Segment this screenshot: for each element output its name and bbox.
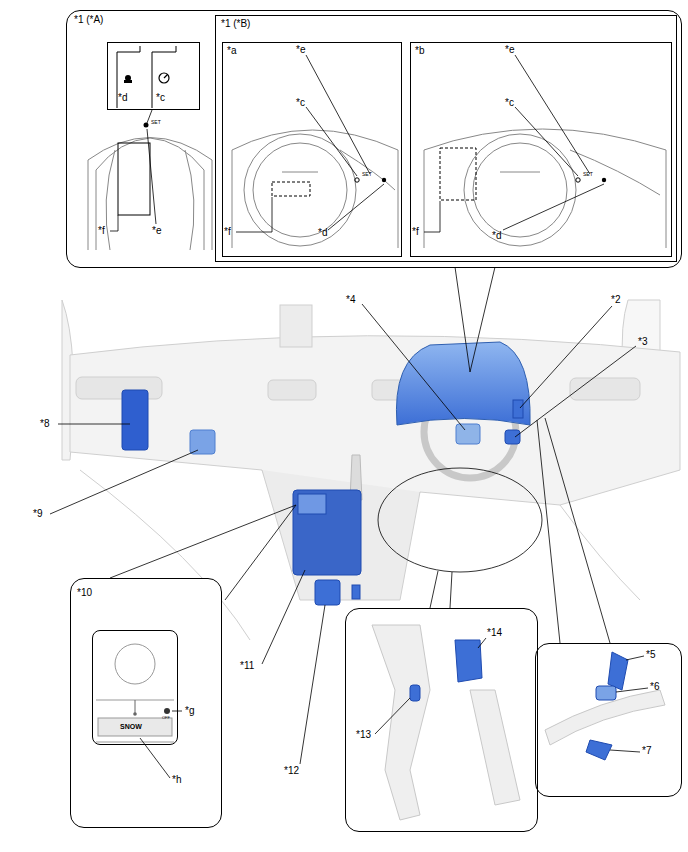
callout-number: *9 [33,509,42,519]
callout-label: *13 [356,730,371,740]
inset-panel: *1 (*A)*f*eSET*d*c*1 (*B)*a*e*c*f*dSET*b… [66,10,682,268]
callout-label: SET [583,172,593,177]
callout-number: *4 [346,295,355,305]
callout-label: *c [505,98,514,108]
callout-number: *3 [638,337,647,347]
panel-label: *14 [487,628,502,638]
callout-label: SET [151,120,161,125]
callout-label: *c [296,98,305,108]
inset-panel: *1 (*B) *a *e *c *f *d SET *b *e *c *f *d SET [215,15,677,262]
callout-label: *6 [650,682,659,692]
panel-label: *10 [77,588,92,598]
inset-panel: *10 *g *h OFF SNOW [70,578,222,828]
callout-number: *8 [40,419,49,429]
callout-label: *e [296,45,305,55]
callout-label: *f [98,226,105,236]
callout-label: SET [362,172,372,177]
inset-panel: *d *c [107,42,200,110]
inset-panel: OFF SNOW [92,630,178,745]
panel-label: *5 [646,650,655,660]
callout-label: *d [492,231,501,241]
inset-panel: *14 *13 [345,608,538,832]
panel-label: *b [415,46,424,56]
panel-label: *1 (*B) [221,19,250,29]
callout-label: *7 [642,746,651,756]
inset-panel: *5 *6 *7 [535,643,682,797]
callout-number: *12 [284,766,299,776]
inset-panel: *b *e *c *f *d SET [410,42,672,257]
callout-label: *f [224,227,231,237]
callout-label: *h [172,775,181,785]
callout-label: SNOW [120,723,142,730]
callout-number: *2 [611,295,620,305]
panel-label: *1 (*A) [74,15,103,25]
callout-label: *d [318,228,327,238]
callout-label: OFF [162,716,170,720]
panel-label: *d [118,93,127,103]
callout-label: *e [152,226,161,236]
callout-label: *c [156,93,165,103]
callout-label: *g [185,706,194,716]
callout-label: *e [505,45,514,55]
callout-label: *f [412,227,419,237]
inset-panel: *a *e *c *f *d SET [222,42,402,257]
panel-label: *a [227,46,236,56]
callout-number: *11 [240,661,254,671]
